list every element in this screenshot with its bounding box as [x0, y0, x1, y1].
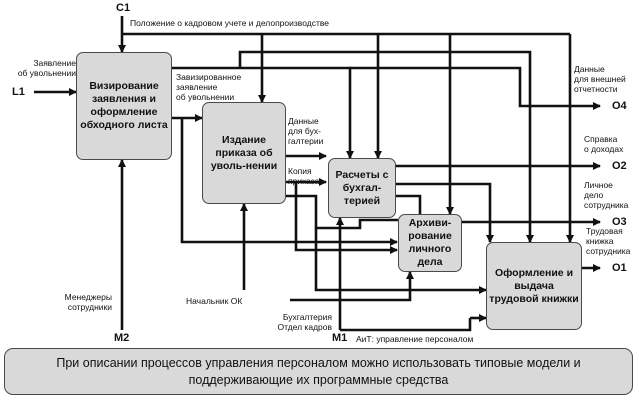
activity-5-label: Оформление и выдача трудовой книжки	[489, 266, 579, 305]
o1-code: O1	[612, 262, 627, 274]
box2-to-box5-long	[314, 228, 487, 294]
c1-label: Положение о кадровом учете и делопроизво…	[130, 18, 329, 28]
m1-code: M1	[332, 332, 348, 344]
order-copy-label: Копия приказа	[288, 166, 320, 186]
box1-to-box4	[180, 118, 398, 246]
caption-box: При описании процессов управления персон…	[4, 348, 633, 395]
o2-code: O2	[612, 160, 627, 172]
accounting-hr-label: Бухгалтерия Отдел кадров	[277, 312, 332, 332]
activity-box-5: Оформление и выдача трудовой книжки	[486, 242, 582, 330]
o4-label: Данные для внешней отчетности	[574, 64, 626, 94]
activity-box-2: Издание приказа об уволь-нении	[202, 102, 286, 204]
m1-to-box5	[340, 318, 472, 332]
l1-label: Заявление об увольнении	[17, 58, 76, 78]
activity-1-label: Визирование заявления и оформление обход…	[80, 80, 168, 131]
o1-label: Трудовая книжка сотрудника	[586, 226, 631, 256]
activity-box-4: Архиви-рование личного дела	[398, 214, 462, 272]
o3-code: O3	[612, 216, 627, 228]
activity-2-label: Издание приказа об уволь-нении	[210, 133, 278, 172]
box1-to-box5	[238, 50, 534, 243]
accounting-mechanism	[290, 271, 414, 302]
box1-to-o4	[350, 66, 601, 110]
o2-label: Справка о доходах	[584, 134, 624, 154]
activity-4-label: Архиви-рование личного дела	[408, 217, 452, 268]
box3-to-box4	[396, 194, 422, 214]
c1-code: C1	[116, 2, 131, 14]
caption-text: При описании процессов управления персон…	[56, 355, 581, 387]
activity-box-1: Визирование заявления и оформление обход…	[76, 52, 172, 160]
signed-application-label: Завизированное заявление об увольнении	[176, 72, 242, 102]
o4-code: O4	[612, 100, 627, 112]
m1-label: АиТ: управление персоналом	[356, 334, 474, 344]
hr-head-label: Начальник ОК	[186, 296, 243, 306]
accounting-data-label: Данные для бух- галтерии	[288, 116, 324, 146]
m2-label: Менеджеры сотрудники	[64, 292, 112, 312]
box2-to-box5	[286, 194, 398, 230]
l1-code: L1	[12, 86, 25, 98]
box2-to-box4	[294, 182, 398, 254]
o3-label: Личное дело сотрудника	[584, 180, 629, 210]
activity-3-label: Расчеты с бухгал-терией	[335, 168, 389, 207]
activity-box-3: Расчеты с бухгал-терией	[328, 158, 396, 218]
m2-code: M2	[114, 332, 130, 344]
